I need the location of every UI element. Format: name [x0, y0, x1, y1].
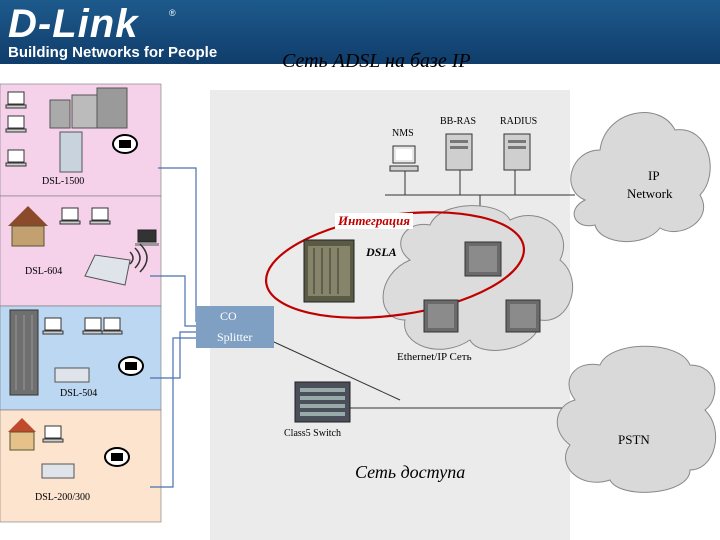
bbras-label: BB-RAS: [440, 116, 477, 127]
phone-icon-1: [112, 134, 138, 154]
building-icon-1: [49, 87, 128, 129]
dslam-icon: [303, 239, 355, 303]
house-icon-4: [8, 418, 36, 451]
class5-label: Class5 Switch: [284, 428, 341, 439]
nms-label: NMS: [392, 128, 414, 139]
client-model-3: DSL-504: [60, 388, 98, 399]
co-label: CO: [220, 309, 237, 323]
pc-icon-1c: [5, 149, 27, 167]
pc-icon-3c: [101, 317, 123, 335]
header-bar: [0, 0, 720, 64]
router-icon-3: [505, 299, 541, 333]
class5-switch-icon: [294, 381, 351, 423]
phone-icon-3: [118, 356, 144, 376]
router-icon-2: [423, 299, 459, 333]
tagline: Building Networks for People: [8, 44, 218, 61]
nms-pc-icon: [389, 145, 419, 172]
modem-icon-3: [54, 367, 90, 383]
pc-icon-3b: [82, 317, 104, 335]
ip-network-label-2: Network: [627, 186, 673, 201]
pc-icon-2a: [59, 207, 81, 225]
integration-label: Интеграция: [335, 213, 413, 229]
modem-icon-4: [41, 463, 75, 479]
building-icon-3: [9, 309, 39, 396]
bbras-server-icon: [445, 133, 473, 171]
client-lines: [150, 167, 197, 488]
modem-icon-1: [59, 131, 83, 173]
dlink-logo: D-Link: [8, 2, 139, 46]
pc-icon-2b: [89, 207, 111, 225]
wifi-icon-2: [129, 243, 148, 273]
dslam-label: DSLA: [366, 245, 397, 259]
radius-server-icon: [503, 133, 531, 171]
diagram-title: Сеть ADSL на базе IP: [282, 50, 471, 72]
access-network-label: Сеть доступа: [355, 462, 466, 482]
ip-network-cloud: [570, 112, 711, 242]
radius-label: RADIUS: [500, 116, 538, 127]
router-icon-client-2: [84, 254, 131, 286]
router-icon-1: [464, 241, 502, 277]
house-icon-2: [8, 206, 48, 247]
pc-icon-1b: [5, 115, 27, 133]
pc-icon-1a: [5, 91, 27, 109]
client-model-2: DSL-604: [25, 266, 63, 277]
client-model-4: DSL-200/300: [35, 492, 90, 503]
logo-registered-mark: ®: [169, 8, 176, 18]
co-splitter-box: [196, 306, 274, 348]
pc-icon-3a: [42, 317, 64, 335]
pc-icon-4: [42, 425, 64, 443]
client-model-1: DSL-1500: [42, 176, 85, 187]
ethernet-ip-label: Ethernet/IP Сеть: [397, 351, 472, 363]
pstn-label: PSTN: [618, 432, 650, 447]
ip-network-label-1: IP: [648, 168, 660, 183]
laptop-icon-2: [135, 229, 159, 246]
pstn-cloud: [556, 345, 717, 493]
phone-icon-4: [104, 447, 130, 467]
splitter-label: Splitter: [217, 330, 253, 344]
